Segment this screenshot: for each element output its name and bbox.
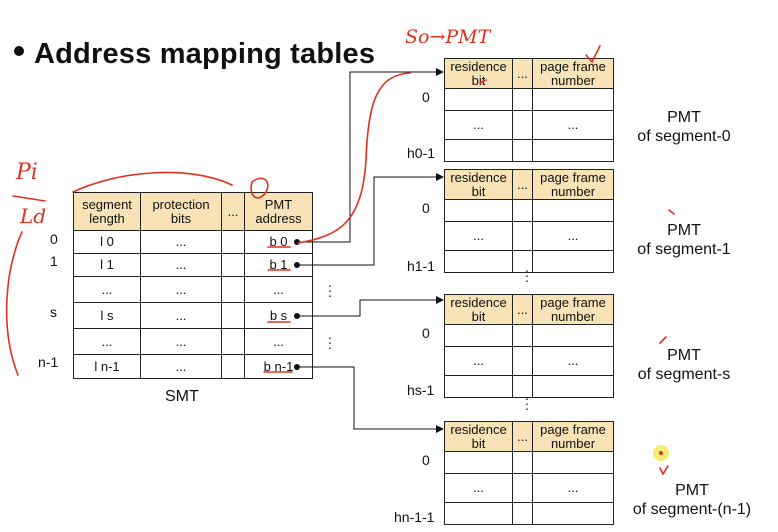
smt-header-pmt-address: PMT address xyxy=(244,192,313,231)
smt-cell-length: l 0 xyxy=(73,230,141,254)
pmt-header-page-frame-number: page frame number xyxy=(532,294,614,325)
vertical-ellipsis-icon: ··· xyxy=(327,277,333,303)
ink-mark xyxy=(479,79,487,84)
pmt-first-row-label: 0 xyxy=(422,452,430,468)
arrow-to-pmt-0 xyxy=(297,68,444,243)
pmt-caption-segment-n-1: PMT of segment-(n-1) xyxy=(622,481,762,519)
vertical-ellipsis-icon: ··· xyxy=(524,262,530,288)
ink-mark xyxy=(659,336,667,344)
pmt-cell-ellipsis: ... xyxy=(532,110,614,140)
pmt-caption-segment-1: PMT of segment-1 xyxy=(622,221,746,259)
ink-checkmark xyxy=(585,45,601,64)
ink-mark xyxy=(659,465,669,476)
table-row: l 1 ... b 1 xyxy=(73,253,313,277)
pmt-header-residence-bit: residence bit xyxy=(444,421,513,452)
pmt-header-ellipsis: ... xyxy=(512,58,533,89)
pmt-caption-line-2: of segment-(n-1) xyxy=(632,501,752,518)
pmt-last-row-label: hn-1-1 xyxy=(394,509,435,525)
vertical-ellipsis-icon: ··· xyxy=(327,329,333,355)
pmt-cell-ellipsis: ... xyxy=(532,346,614,376)
table-row: l s ... b s xyxy=(73,302,313,329)
slide-title: Address mapping tables xyxy=(14,38,375,71)
pmt-caption-line-1: PMT xyxy=(667,109,701,126)
pmt-header-residence-bit: residence bit xyxy=(444,58,513,89)
smt-cell-length: l n-1 xyxy=(73,354,141,379)
pmt-last-row-label: hs-1 xyxy=(407,382,435,398)
smt-cell-addr: b 1 xyxy=(244,253,313,277)
pmt-caption-line-2: of segment-1 xyxy=(637,241,731,258)
smt-row-label: 0 xyxy=(50,231,58,247)
pmt-table-segment-1: residence bit...page frame number ...... xyxy=(444,169,614,273)
pmt-caption-line-1: PMT xyxy=(675,482,709,499)
smt-header-row: segment length protection bits ... PMT a… xyxy=(73,192,313,231)
pmt-first-row-label: 0 xyxy=(422,325,430,341)
smt-row-label: n-1 xyxy=(38,354,59,370)
handwritten-pi: Pi xyxy=(16,160,38,185)
arrow-to-pmt-s xyxy=(297,296,444,317)
cursor-dot xyxy=(659,451,663,455)
pmt-caption-line-2: of segment-s xyxy=(637,366,731,383)
table-row: ... ... ... xyxy=(73,328,313,355)
ink-arrow-to-pmt-0 xyxy=(297,72,411,244)
pmt-first-row-label: 0 xyxy=(422,200,430,216)
smt-row-label: s xyxy=(50,304,57,320)
pmt-table-segment-0: residence bit...page frame number ...... xyxy=(444,58,614,162)
smt-row-label: 1 xyxy=(50,253,58,269)
ink-arc-smt xyxy=(72,171,233,193)
vertical-ellipsis-icon: ··· xyxy=(524,390,530,416)
pmt-header-ellipsis: ... xyxy=(512,169,533,200)
pmt-cell-ellipsis: ... xyxy=(444,346,513,376)
smt-cell-addr: b s xyxy=(244,302,313,329)
pmt-caption-segment-0: PMT of segment-0 xyxy=(622,108,746,146)
ink-fraction-line xyxy=(12,195,46,202)
smt-table: segment length protection bits ... PMT a… xyxy=(73,192,313,379)
pmt-caption-line-1: PMT xyxy=(667,222,701,239)
smt-cell-dots xyxy=(221,230,245,254)
pmt-last-row-label: h1-1 xyxy=(407,258,436,274)
smt-cell-prot: ... xyxy=(140,230,222,254)
handwritten-so-pmt: So→PMT xyxy=(405,26,491,48)
table-row: ... ... ... xyxy=(73,276,313,303)
arrow-to-pmt-1 xyxy=(297,173,444,266)
pmt-table-segment-n-1: residence bit...page frame number ...... xyxy=(444,421,614,525)
handwritten-ld: Ld xyxy=(20,204,47,228)
pmt-first-row-label: 0 xyxy=(422,89,430,105)
smt-header-segment-length: segment length xyxy=(73,192,141,231)
bullet-icon xyxy=(14,46,24,57)
ink-underlines xyxy=(263,246,293,373)
pmt-header-ellipsis: ... xyxy=(512,294,533,325)
pmt-header-residence-bit: residence bit xyxy=(444,294,513,325)
pmt-caption-line-2: of segment-0 xyxy=(637,128,731,145)
ink-circle-pmt xyxy=(250,177,269,199)
pointer-dots xyxy=(294,239,300,370)
pmt-header-page-frame-number: page frame number xyxy=(532,58,614,89)
ink-mark xyxy=(668,209,675,215)
pmt-cell-ellipsis: ... xyxy=(444,110,513,140)
pmt-caption-segment-s: PMT of segment-s xyxy=(622,346,746,384)
smt-cell-prot: ... xyxy=(140,276,222,303)
pmt-caption-line-1: PMT xyxy=(667,347,701,364)
smt-cell-length: l 1 xyxy=(73,253,141,277)
pmt-cell-ellipsis: ... xyxy=(444,473,513,503)
pmt-header-page-frame-number: page frame number xyxy=(532,421,614,452)
ink-left-bracket xyxy=(5,231,23,376)
table-row: l n-1 ... b n-1 xyxy=(73,354,313,379)
arrow-to-pmt-n-1 xyxy=(297,366,444,433)
pmt-last-row-label: h0-1 xyxy=(407,145,436,161)
pmt-header-page-frame-number: page frame number xyxy=(532,169,614,200)
pmt-table-segment-s: residence bit...page frame number ...... xyxy=(444,294,614,398)
smt-caption: SMT xyxy=(165,388,199,405)
smt-cell-prot: ... xyxy=(140,253,222,277)
slide-title-text: Address mapping tables xyxy=(34,38,376,70)
pmt-cell-ellipsis: ... xyxy=(444,221,513,251)
smt-header-ellipsis: ... xyxy=(221,192,245,231)
